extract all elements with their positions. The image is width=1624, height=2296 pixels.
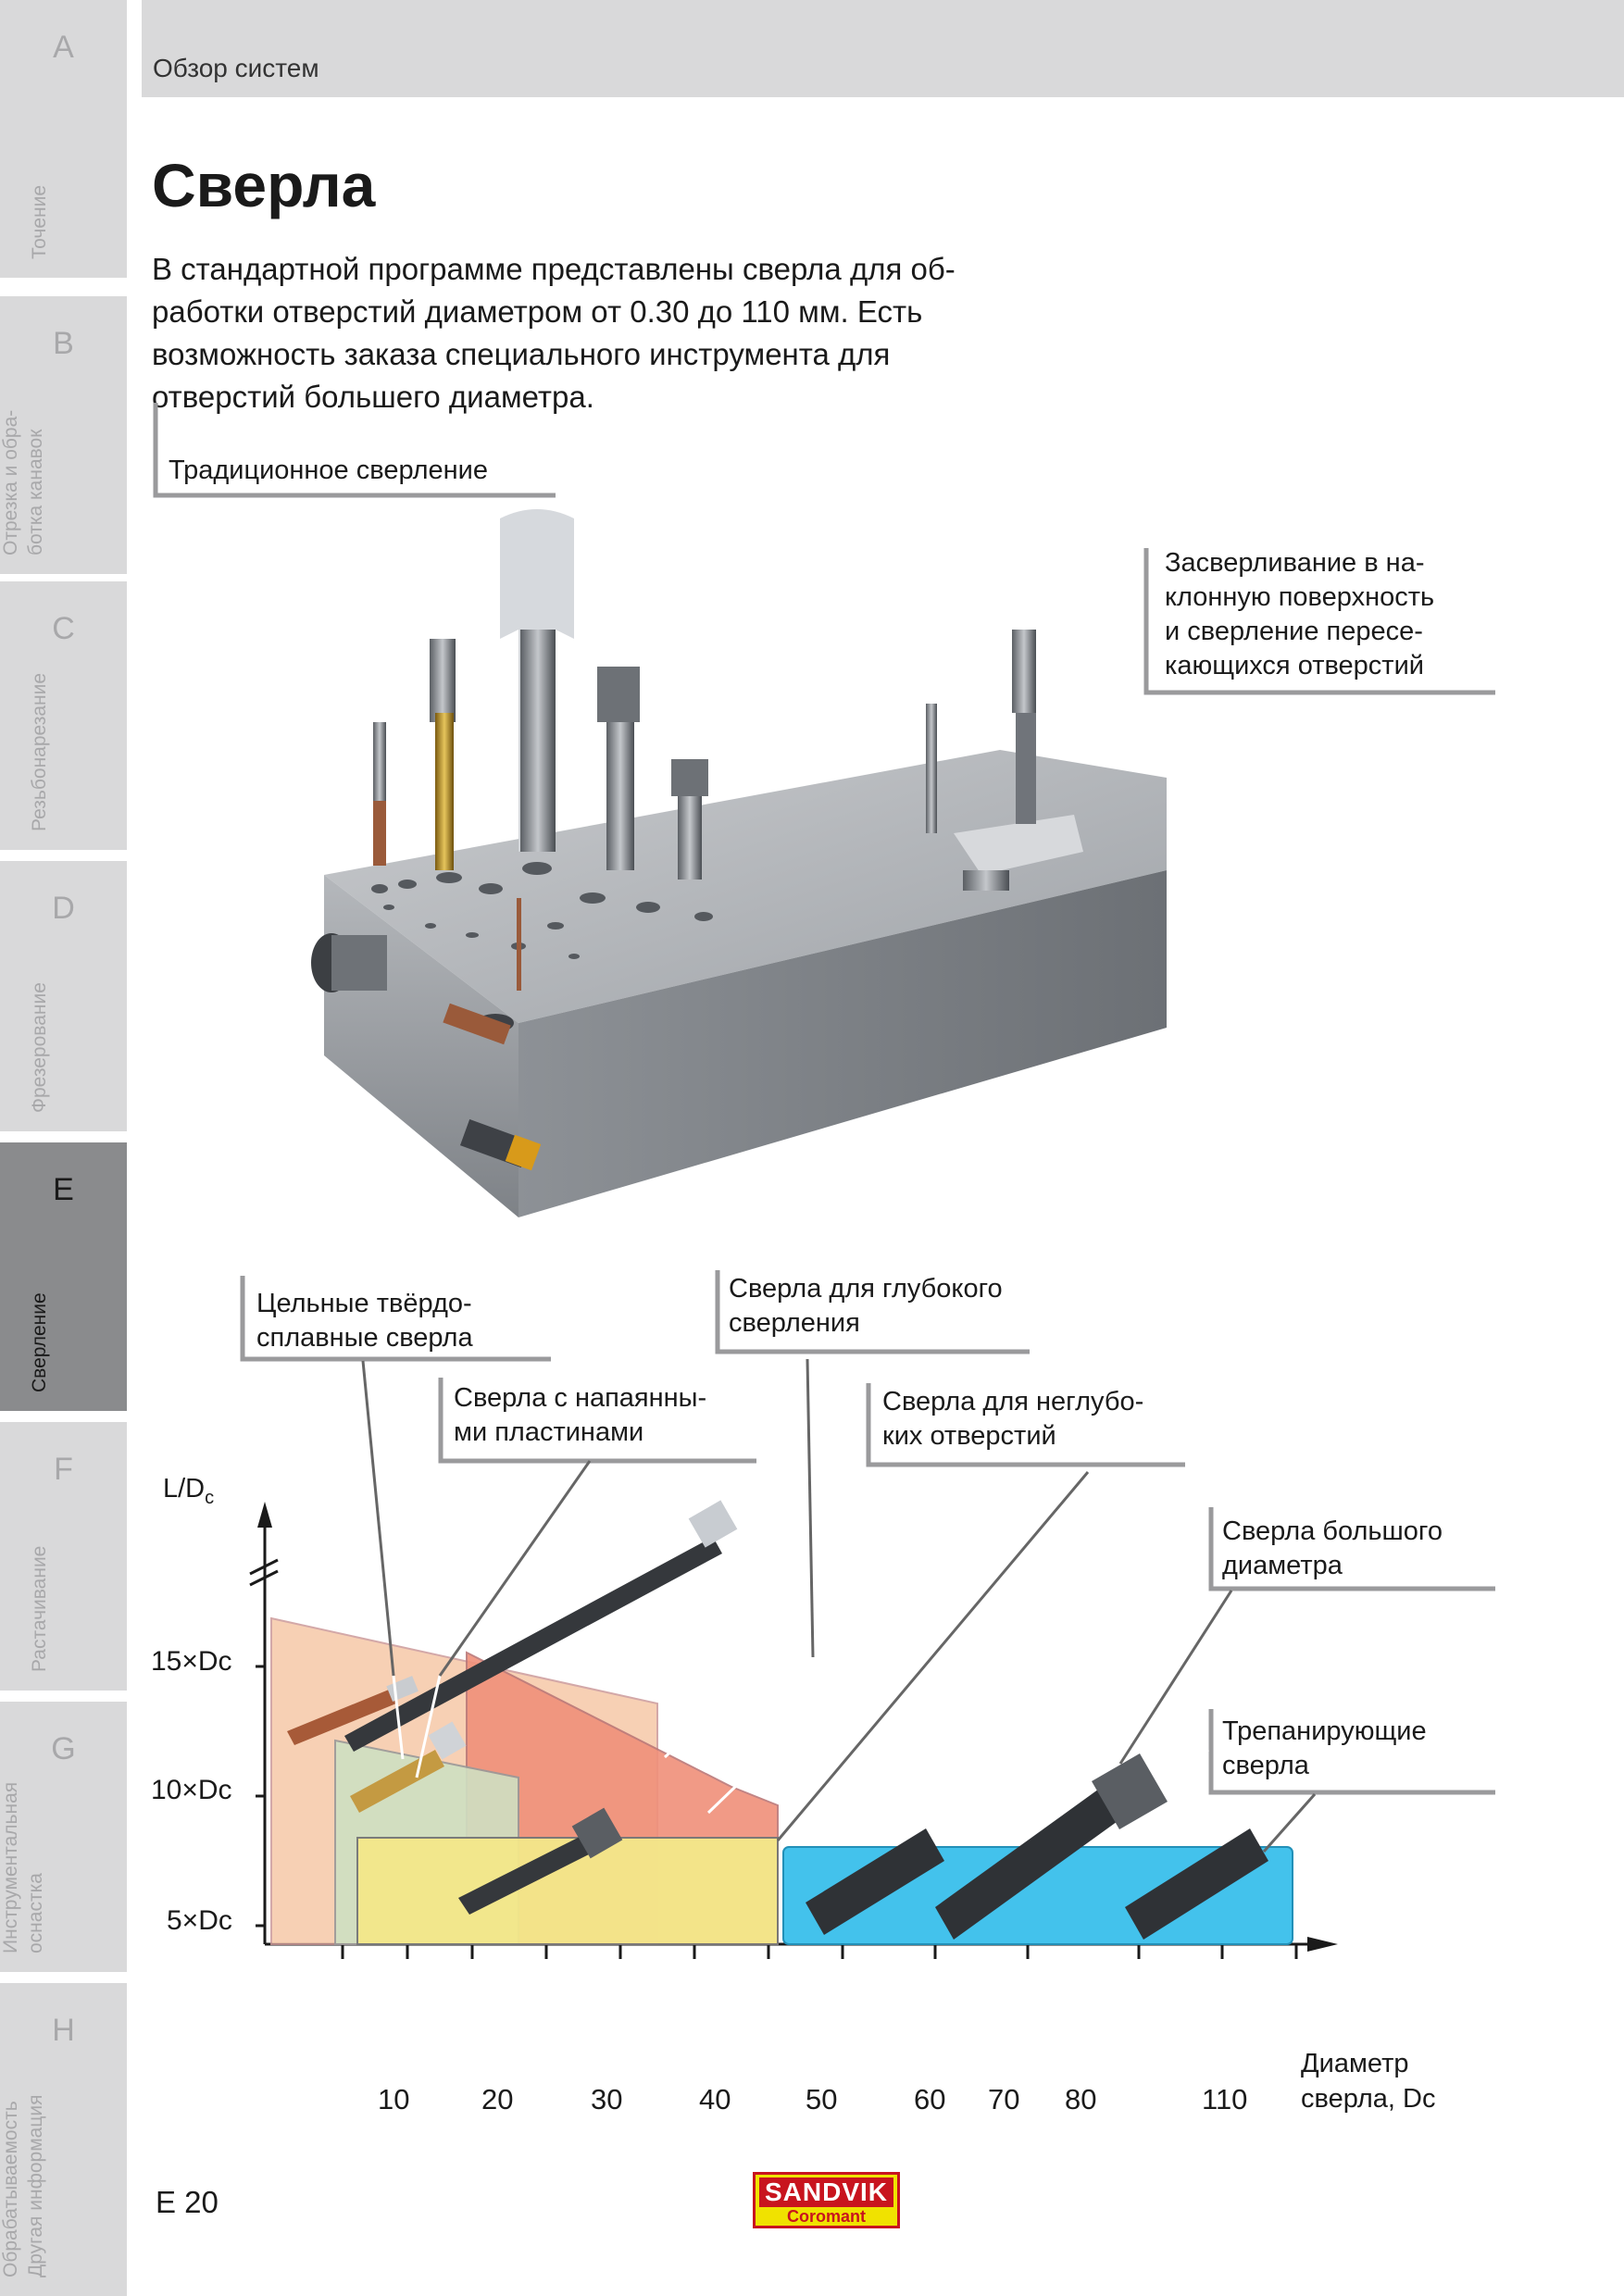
intro-line: возможность заказа специального инструме… xyxy=(152,337,891,371)
intro-line: В стандартной программе представлены све… xyxy=(152,252,956,286)
callout-text: ких отверстий xyxy=(882,1421,1056,1451)
block-top xyxy=(324,750,1167,1023)
tab-turning[interactable]: A Точение xyxy=(0,0,127,278)
intro-line: работки отверстий диаметром от 0.30 до 1… xyxy=(152,294,923,329)
callout-trepanning: Трепанирующие сверла xyxy=(1222,1715,1427,1783)
x-tick-label: 50 xyxy=(806,2083,838,2115)
callout-text: сплавные сверла xyxy=(256,1323,473,1353)
callout-text: Цельные твёрдо- xyxy=(256,1289,472,1318)
tab-boring[interactable]: F Растачивание xyxy=(0,1422,127,1691)
y-axis-arrow xyxy=(257,1502,272,1528)
tab-letter: A xyxy=(53,30,74,65)
page-title: Сверла xyxy=(152,151,376,219)
callout-text: Сверла для неглубо- xyxy=(882,1387,1144,1416)
callout-traditional: Традиционное сверление xyxy=(169,454,488,488)
drilling-block-illustration xyxy=(311,509,1167,1217)
tab-label: Сверление xyxy=(29,1292,50,1392)
callout-text: Сверла для глубокого xyxy=(729,1274,1003,1304)
tab-label: Инструментальная оснастка xyxy=(0,1781,46,1953)
tab-label: Резьбонарезание xyxy=(29,672,50,831)
callout-large-diameter: Сверла большого диаметра xyxy=(1222,1515,1443,1583)
y-tick-label: 10×Dc xyxy=(151,1775,232,1805)
page-number: E 20 xyxy=(156,2185,219,2219)
tab-letter: H xyxy=(52,2013,75,2048)
x-ticks xyxy=(341,1944,1298,1959)
x-tick-label: 60 xyxy=(914,2083,946,2115)
x-axis-label: Диаметр сверла, Dc xyxy=(1301,2049,1436,2114)
tab-label: Фрезерование xyxy=(29,982,50,1113)
callout-brazed: Сверла с напаянны- ми пластинами xyxy=(454,1381,706,1450)
intro-paragraph: В стандартной программе представлены све… xyxy=(152,248,1059,418)
section-tabs: A Точение B Отрезка и обра- ботка канаво… xyxy=(0,0,127,2296)
tab-label: Растачивание xyxy=(29,1545,50,1672)
x-tick-label: 30 xyxy=(591,2083,623,2115)
drill-icons xyxy=(287,1500,1268,1940)
callout-text: клонную поверхность xyxy=(1165,582,1435,612)
leader-lines-white xyxy=(392,1675,1209,1815)
y-tick-label: 5×Dc xyxy=(167,1905,232,1936)
tab-letter: D xyxy=(52,891,75,926)
tab-letter: G xyxy=(51,1731,76,1766)
leader-lines xyxy=(361,1358,1317,1853)
callout-text: Традиционное сверление xyxy=(169,455,488,485)
x-tick-label: 40 xyxy=(699,2083,731,2115)
callout-shallow: Сверла для неглубо- ких отверстий xyxy=(882,1385,1143,1454)
callout-text: сверления xyxy=(729,1308,860,1338)
x-axis-arrow xyxy=(1307,1937,1338,1952)
x-tick-label: 110 xyxy=(1202,2083,1248,2115)
y-tick-label: 15×Dc xyxy=(151,1646,232,1677)
tab-tooling[interactable]: G Инструментальная оснастка xyxy=(0,1702,127,1972)
tab-letter: C xyxy=(52,611,75,646)
tab-label: Точение xyxy=(29,184,50,259)
tab-parting-grooving[interactable]: B Отрезка и обра- ботка канавок xyxy=(0,296,127,574)
tab-drilling[interactable]: E Сверление xyxy=(0,1142,127,1411)
tab-machinability[interactable]: H Обрабатываемость Другая информация xyxy=(0,1983,127,2296)
sandvik-logo: SANDVIK Coromant xyxy=(753,2172,900,2228)
callout-text: сверла xyxy=(1222,1751,1309,1780)
callout-deep-hole: Сверла для глубокого сверления xyxy=(729,1272,1003,1341)
x-tick-label: 70 xyxy=(988,2083,1020,2115)
tab-threading[interactable]: C Резьбонарезание xyxy=(0,581,127,850)
x-tick-label: 20 xyxy=(481,2083,514,2115)
callout-text: кающихся отверстий xyxy=(1165,651,1424,680)
callout-text: и сверление пересе- xyxy=(1165,617,1423,646)
callout-text: Сверла большого xyxy=(1222,1516,1443,1546)
callout-solid-carbide: Цельные твёрдо- сплавные сверла xyxy=(256,1287,473,1355)
y-ticks xyxy=(256,1665,265,1928)
tab-label: Обрабатываемость Другая информация xyxy=(0,2094,46,2277)
page-header: Обзор систем xyxy=(142,0,1624,97)
tab-label: Отрезка и обра- ботка канавок xyxy=(0,409,46,555)
y-axis-label: L/Dc xyxy=(163,1474,215,1508)
callout-text: Сверла с напаянны- xyxy=(454,1383,707,1413)
section-title: Обзор систем xyxy=(153,54,319,82)
logo-bottom-text: Coromant xyxy=(787,2207,866,2226)
drill-range-chart xyxy=(249,1358,1338,1959)
intro-line: отверстий большего диаметра. xyxy=(152,380,594,414)
callout-text: Трепанирующие xyxy=(1222,1716,1427,1746)
tab-letter: F xyxy=(54,1452,73,1487)
callout-text: диаметра xyxy=(1222,1551,1343,1580)
tab-letter: B xyxy=(53,326,74,361)
callout-text: Засверливание в на- xyxy=(1165,548,1425,578)
tab-milling[interactable]: D Фрезерование xyxy=(0,861,127,1131)
x-tick-label: 10 xyxy=(378,2083,410,2115)
callout-text: ми пластинами xyxy=(454,1417,644,1447)
block-side xyxy=(518,870,1167,1217)
x-tick-label: 80 xyxy=(1065,2083,1097,2115)
callout-inclined: Засверливание в на- клонную поверхность … xyxy=(1165,546,1434,683)
logo-top-text: SANDVIK xyxy=(759,2177,893,2207)
tab-letter: E xyxy=(53,1172,74,1207)
